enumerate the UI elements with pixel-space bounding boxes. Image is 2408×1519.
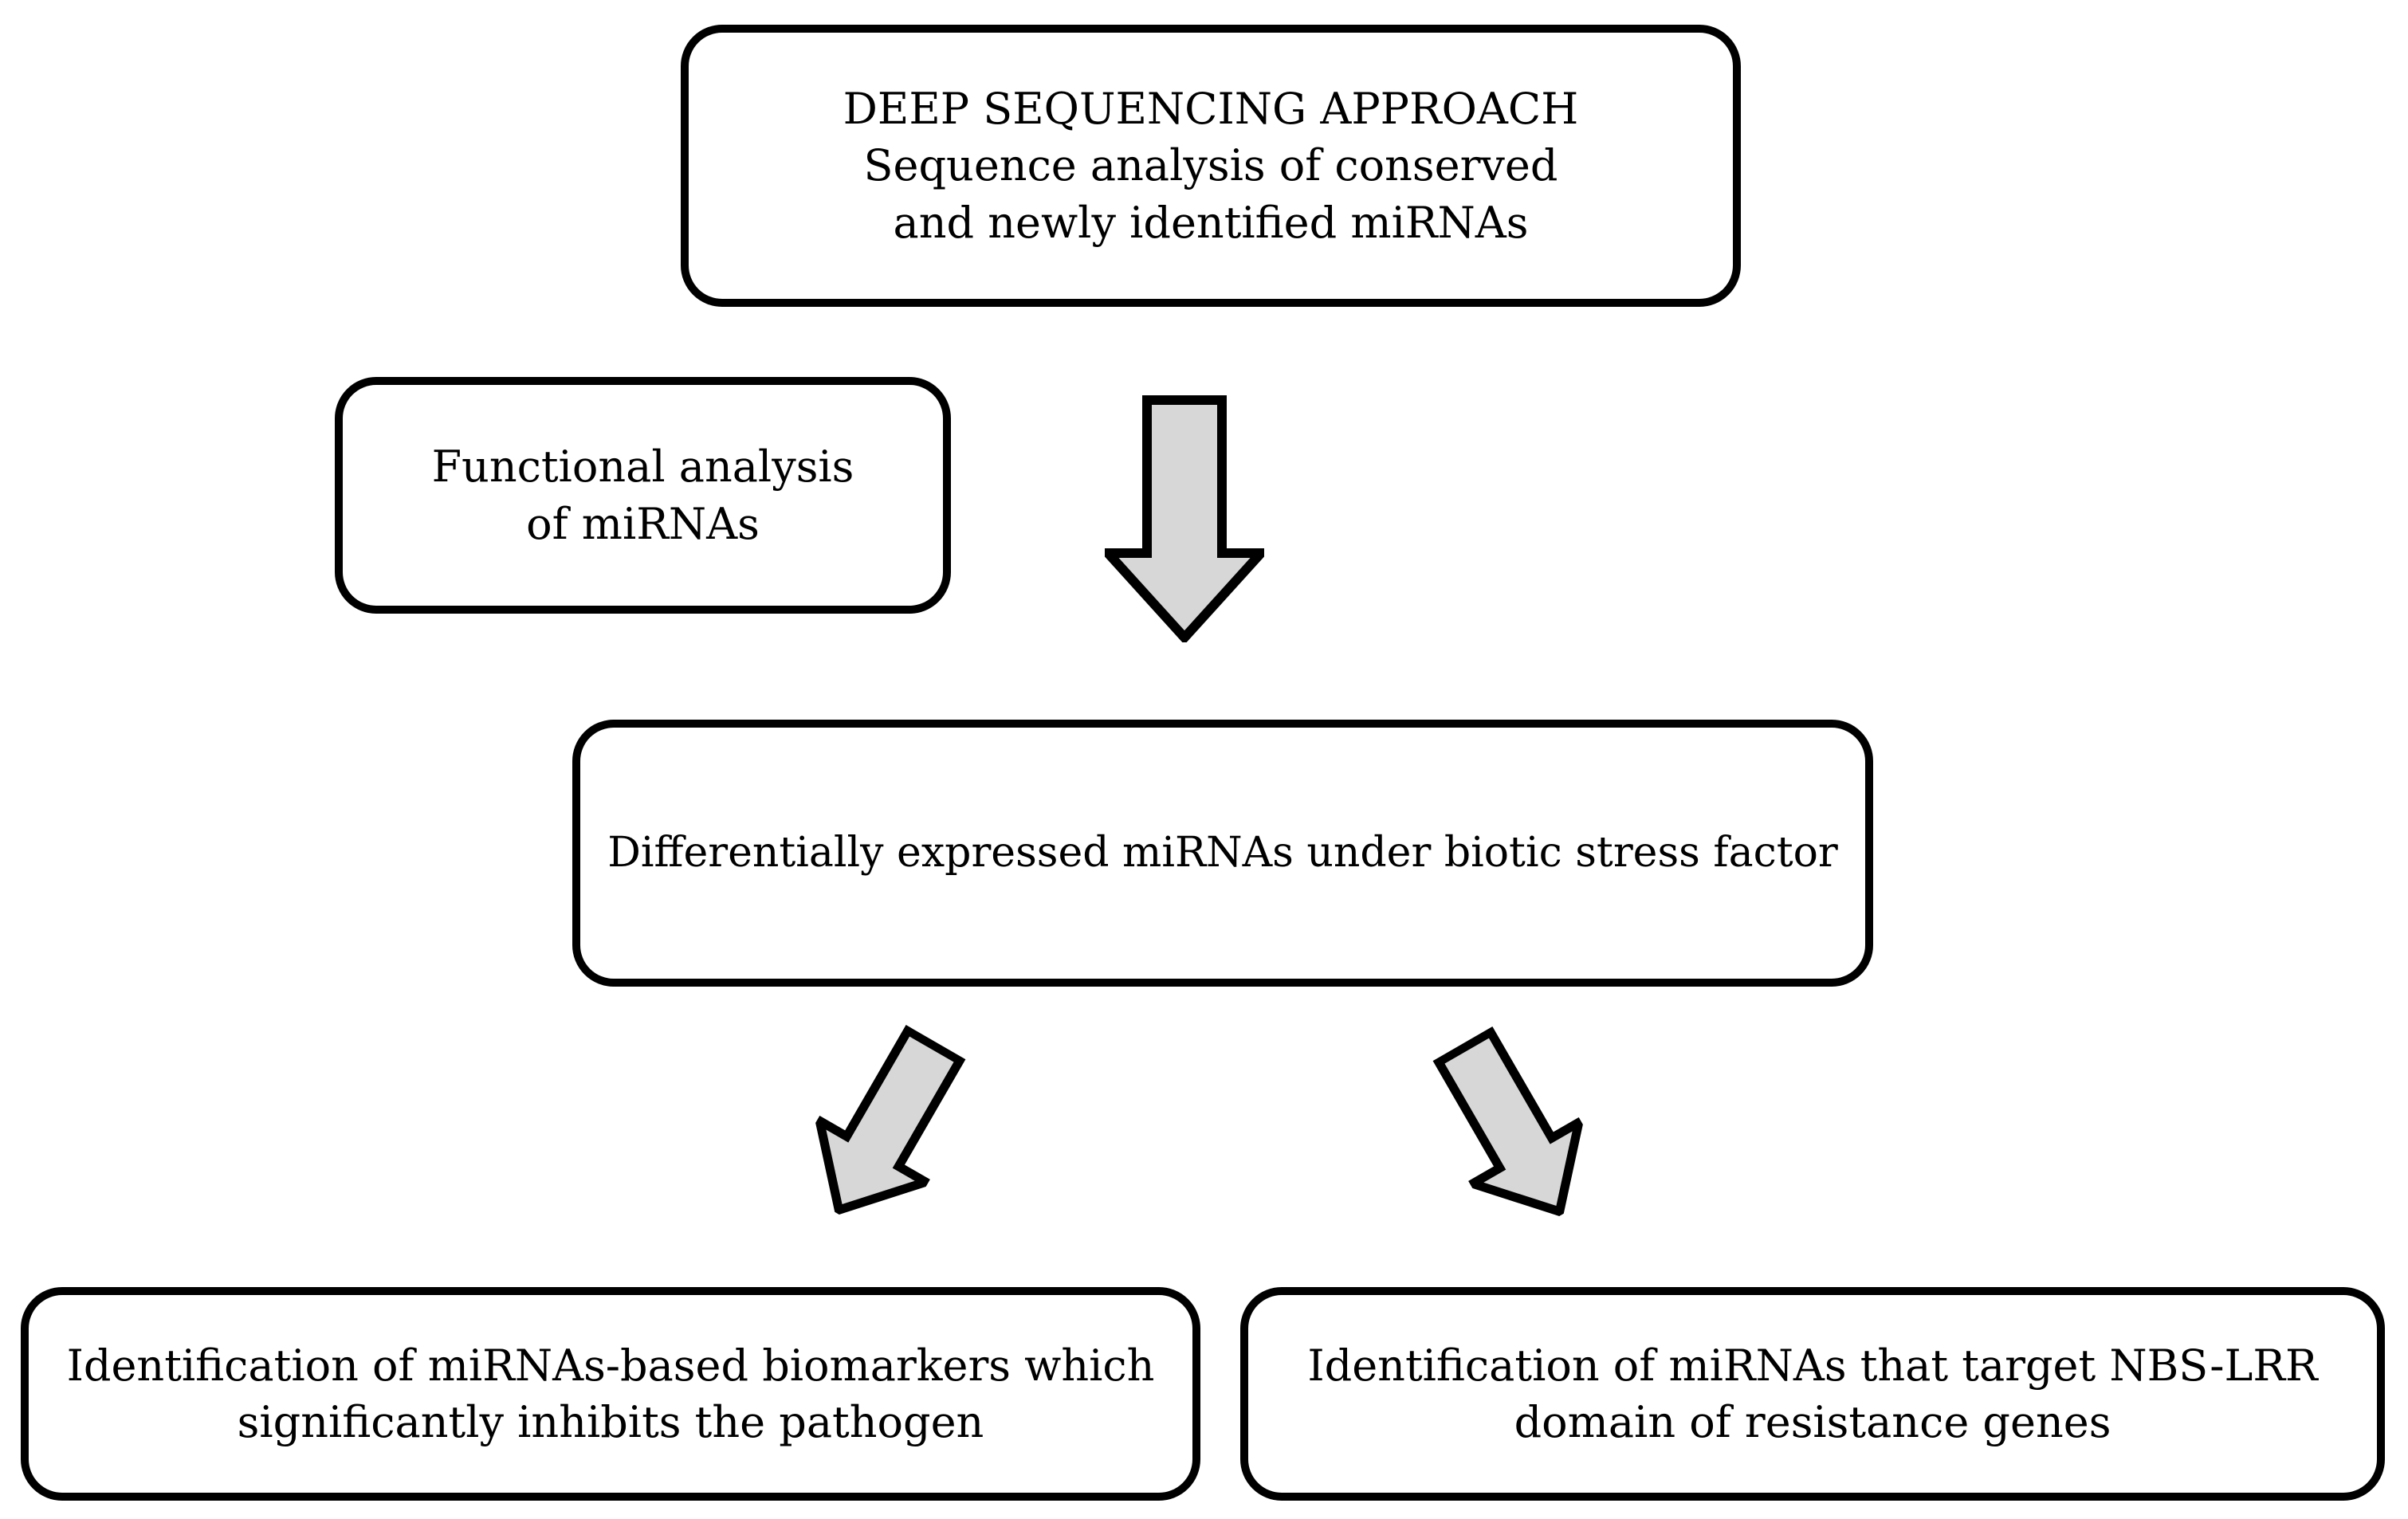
box-text-line: DEEP SEQUENCING APPROACH xyxy=(843,84,1579,135)
box-text-line: domain of resistance genes xyxy=(1514,1397,2111,1447)
box-text-line: Identification of miRNAs-based biomarker… xyxy=(66,1340,1155,1391)
box-text-line: Identification of miRNAs that target NBS… xyxy=(1307,1340,2318,1391)
box-text-line: Differentially expressed miRNAs under bi… xyxy=(607,829,1838,877)
box-text-line: of miRNAs xyxy=(526,498,760,549)
box-text-line: Functional analysis xyxy=(431,442,854,493)
down-arrow-icon xyxy=(1105,395,1264,642)
box-text-line: Sequence analysis of conserved xyxy=(863,140,1558,191)
box-text-line: and newly identified miRNAs xyxy=(893,197,1529,248)
down-right-arrow-icon xyxy=(1408,1012,1617,1247)
box-differentially-expressed-mirnas: Differentially expressed miRNAs under bi… xyxy=(572,720,1873,987)
down-left-arrow-icon xyxy=(782,1011,992,1246)
box-mirna-biomarkers: Identification of miRNAs-based biomarker… xyxy=(21,1287,1200,1501)
box-text-line: significantly inhibits the pathogen xyxy=(237,1397,984,1447)
box-nbs-lrr-targets: Identification of miRNAs that target NBS… xyxy=(1240,1287,2385,1501)
box-functional-analysis: Functional analysis of miRNAs xyxy=(335,377,951,614)
box-deep-sequencing-approach: DEEP SEQUENCING APPROACH Sequence analys… xyxy=(681,25,1741,307)
